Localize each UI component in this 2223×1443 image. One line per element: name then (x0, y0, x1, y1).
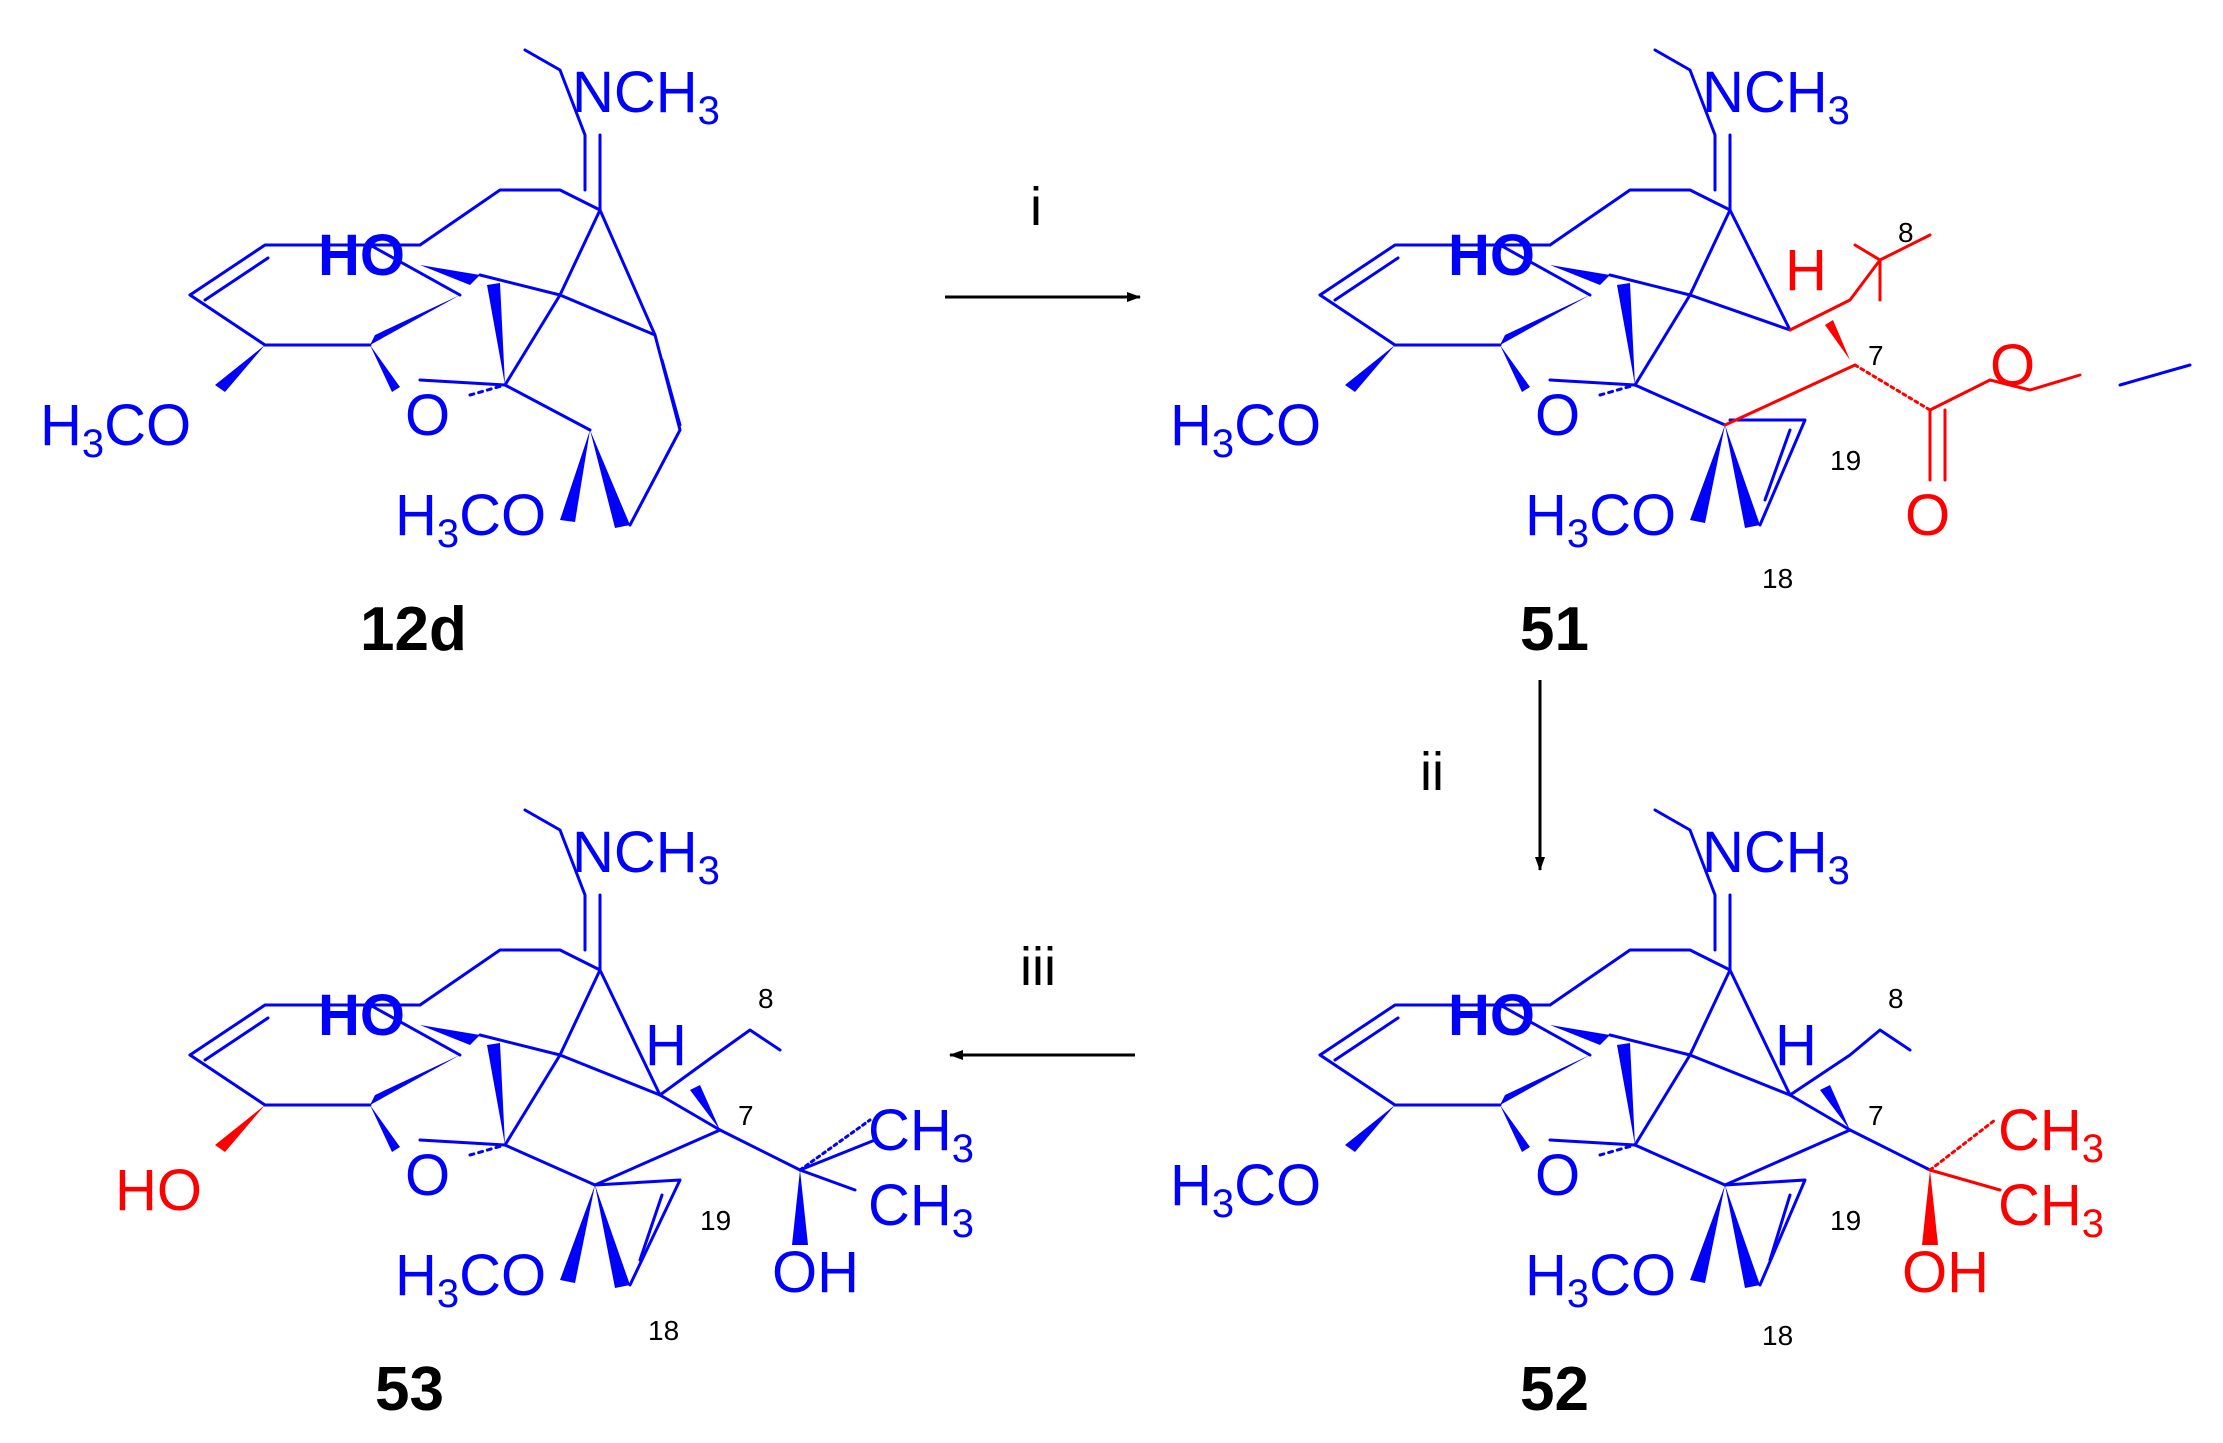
reagent-label-iii: iii (1020, 937, 1056, 997)
o-label-51: O (1535, 383, 1580, 448)
position-8-51: 8 (1898, 217, 1914, 248)
wedge-bond (487, 283, 505, 385)
compound-label-12d: 12d (360, 595, 467, 664)
methyl-label-53-a: CH3 (868, 1098, 974, 1171)
position-7-51: 7 (1868, 340, 1884, 371)
compound-52-labels: NCH3 HO H3CO O H3CO H CH3 CH3 OH 8 7 19 … (1170, 820, 2104, 1424)
compound-12d-structure (188, 48, 682, 528)
position-8-53: 8 (758, 983, 774, 1014)
o-label-52: O (1535, 1143, 1580, 1208)
ome-label-12d-a: H3CO (40, 393, 191, 466)
methyl-label-53-b: CH3 (868, 1173, 974, 1246)
compound-12d-labels: NCH3 HO H3CO O H3CO 12d (40, 60, 720, 664)
o-label-12d: O (405, 383, 450, 448)
reaction-arrow-ii: ii (1420, 680, 1545, 871)
h-label-52: H (1775, 1013, 1817, 1078)
compound-52-structure (1318, 808, 2002, 1288)
nme-label-12d: NCH3 (572, 60, 720, 133)
nme-label-52: NCH3 (1702, 820, 1850, 893)
ho-label-12d: HO (318, 223, 405, 288)
ho-label-53: HO (318, 983, 405, 1048)
reagent-label-ii: ii (1420, 742, 1444, 802)
methyl-label-52-a: CH3 (1998, 1098, 2104, 1171)
methyl-label-52-b: CH3 (1998, 1173, 2104, 1246)
wedge-bond (420, 265, 480, 285)
wedge-bond (370, 295, 460, 345)
compound-51-labels: NCH3 HO H3CO O H3CO H O O 8 7 19 18 51 (1170, 60, 2035, 664)
position-19-52: 19 (1830, 1205, 1861, 1236)
oh-label-52: OH (1902, 1240, 1989, 1305)
ome-label-12d-b: H3CO (395, 483, 546, 556)
compound-53-structure (188, 808, 877, 1288)
compound-53-labels: NCH3 HO HO O H3CO H CH3 CH3 OH 8 7 19 18… (115, 820, 974, 1424)
ome-label-52-a: H3CO (1170, 1153, 1321, 1226)
ome-label-51-a: H3CO (1170, 393, 1321, 466)
ho-label-51: HO (1448, 223, 1535, 288)
position-19-53: 19 (700, 1205, 731, 1236)
ho-label-52: HO (1448, 983, 1535, 1048)
carbonyl-o-label-51: O (1905, 483, 1950, 548)
oh-label-53: OH (772, 1240, 859, 1305)
position-19-51: 19 (1830, 445, 1861, 476)
o-label-53: O (405, 1143, 450, 1208)
wedge-bond (590, 430, 630, 528)
compound-51-structure (1318, 48, 2192, 528)
nme-label-53: NCH3 (572, 820, 720, 893)
position-7-53: 7 (738, 1100, 754, 1131)
reagent-label-i: i (1030, 177, 1042, 237)
compound-label-52: 52 (1520, 1355, 1589, 1424)
position-18-52: 18 (1762, 1320, 1793, 1351)
position-18-51: 18 (1762, 563, 1793, 594)
position-8-52: 8 (1888, 983, 1904, 1014)
ome-label-52-b: H3CO (1525, 1243, 1676, 1316)
h-label-53: H (645, 1013, 687, 1078)
reaction-arrow-i: i (945, 177, 1141, 302)
ome-label-53: H3CO (395, 1243, 546, 1316)
compound-label-53: 53 (375, 1355, 444, 1424)
ome-label-51-b: H3CO (1525, 483, 1676, 556)
position-7-52: 7 (1868, 1100, 1884, 1131)
h-label-51: H (1785, 238, 1827, 303)
position-18-53: 18 (648, 1315, 679, 1346)
wedge-bond (560, 430, 590, 522)
phenol-oh-label-53: HO (115, 1158, 202, 1223)
reaction-arrow-iii: iii (949, 937, 1135, 1060)
nme-label-51: NCH3 (1702, 60, 1850, 133)
compound-label-51: 51 (1520, 595, 1589, 664)
wedge-bond (215, 345, 265, 392)
ester-o-label-51: O (1990, 333, 2035, 398)
wedge-bond (370, 345, 400, 392)
